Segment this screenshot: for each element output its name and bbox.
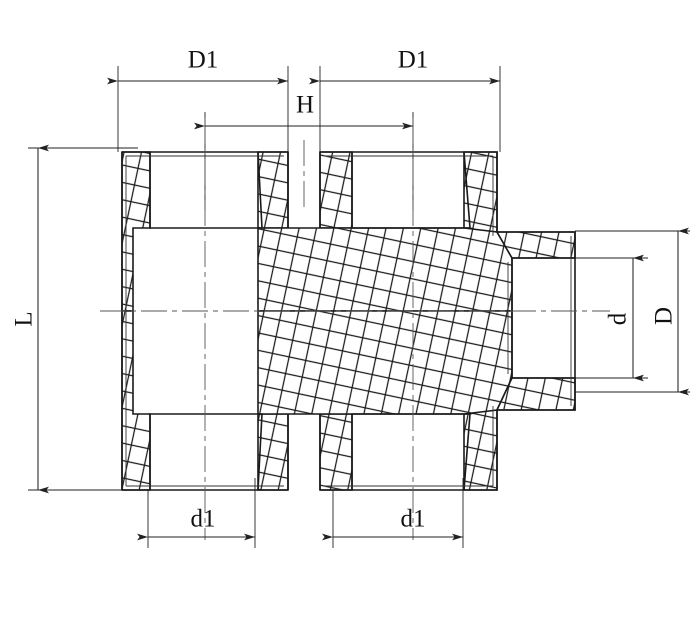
dimension-label-d1-bottom-left: d1	[191, 506, 216, 533]
dimension-l-left: L	[11, 144, 49, 494]
dimension-d1-top-right: D1	[309, 47, 500, 85]
dimension-d-small-right: d	[605, 254, 644, 382]
dimension-label-d-large: D	[651, 307, 678, 325]
dimension-h-top: H	[194, 92, 413, 130]
hatch-lower-center-web	[257, 310, 513, 415]
dimension-d1-top-left: D1	[107, 47, 288, 85]
dimension-label-d-small: d	[605, 312, 632, 325]
hatch-upper-center-web	[257, 227, 513, 312]
hatch-upper-left-inner-wall	[257, 151, 289, 229]
dimension-label-d1-top-left: D1	[188, 47, 219, 74]
dimension-label-d1-top-right: D1	[398, 47, 429, 74]
dimension-label-l: L	[11, 311, 38, 326]
dimension-d1-bottom-right: d1	[322, 506, 463, 541]
fitting-body-section	[121, 151, 576, 491]
centerlines	[100, 118, 610, 540]
hatch-upper-right-inner-wall	[319, 151, 353, 229]
dimension-label-d1-bottom-right: d1	[401, 506, 426, 533]
hatch-lower-right-inner-wall	[319, 413, 353, 491]
hatch-lower-left-inner-wall	[257, 413, 289, 491]
dimension-d1-bottom-left: d1	[137, 506, 255, 541]
fitting-outline	[121, 151, 576, 491]
dimension-d-large-right: D	[651, 227, 689, 396]
dimension-label-h: H	[296, 92, 314, 119]
